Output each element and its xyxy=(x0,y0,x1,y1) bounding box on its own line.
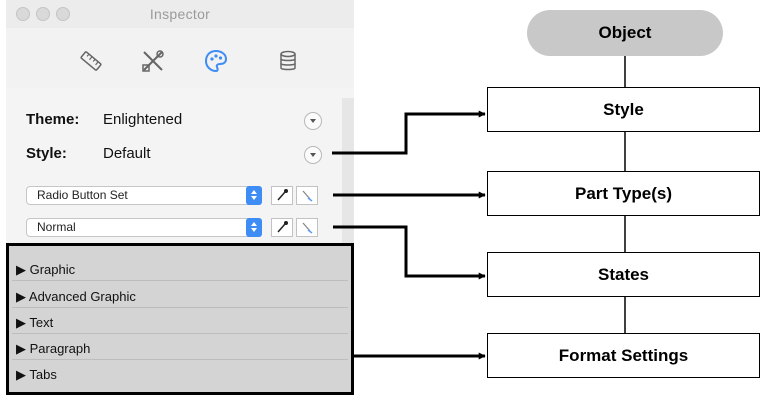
theme-dropdown-button[interactable] xyxy=(304,112,322,130)
brush-icon xyxy=(302,222,313,234)
part-types-node: Part Type(s) xyxy=(487,171,760,216)
style-label: Style: xyxy=(26,145,67,162)
state-select[interactable]: Normal xyxy=(26,218,262,237)
inspector-window: Inspector xyxy=(6,0,354,395)
part-type-select[interactable]: Radio Button Set xyxy=(26,186,262,205)
eyedropper-icon xyxy=(277,189,288,201)
palette-icon[interactable] xyxy=(203,48,229,74)
state-select-value: Normal xyxy=(37,220,76,234)
section-label: ▶ Tabs xyxy=(16,367,57,382)
object-node: Object xyxy=(527,10,723,56)
part-type-select-value: Radio Button Set xyxy=(37,188,128,202)
theme-value: Enlightened xyxy=(103,111,183,128)
eyedropper-button[interactable] xyxy=(271,186,293,205)
theme-label: Theme: xyxy=(26,111,80,128)
close-window-button[interactable] xyxy=(16,7,30,21)
window-title: Inspector xyxy=(149,6,211,22)
select-stepper-icon xyxy=(246,186,262,205)
section-graphic[interactable]: ▶ Graphic xyxy=(12,259,348,281)
zoom-window-button[interactable] xyxy=(56,7,70,21)
section-label: ▶ Advanced Graphic xyxy=(16,289,136,304)
style-value: Default xyxy=(103,145,151,162)
section-paragraph[interactable]: ▶ Paragraph xyxy=(12,338,348,360)
title-bar: Inspector xyxy=(6,0,354,28)
brush-button[interactable] xyxy=(296,186,318,205)
scrollbar[interactable] xyxy=(342,98,354,248)
minimize-window-button[interactable] xyxy=(36,7,50,21)
tools-icon[interactable] xyxy=(140,48,166,74)
section-advanced-graphic[interactable]: ▶ Advanced Graphic xyxy=(12,286,348,308)
section-text[interactable]: ▶ Text xyxy=(12,312,348,334)
section-label: ▶ Paragraph xyxy=(16,341,91,356)
select-stepper-icon xyxy=(246,218,262,237)
style-arrow xyxy=(332,110,486,155)
format-settings-group: ▶ Graphic ▶ Advanced Graphic ▶ Text ▶ Pa… xyxy=(6,243,354,395)
ruler-icon[interactable] xyxy=(78,48,104,74)
database-icon[interactable] xyxy=(275,48,301,74)
section-label: ▶ Graphic xyxy=(16,262,76,277)
eyedropper-icon xyxy=(277,221,288,233)
style-node: Style xyxy=(487,87,760,132)
format-settings-node: Format Settings xyxy=(487,333,760,378)
section-tabs[interactable]: ▶ Tabs xyxy=(12,364,348,386)
inspector-toolbar xyxy=(6,28,354,88)
states-arrow xyxy=(333,225,486,280)
eyedropper-button[interactable] xyxy=(271,218,293,237)
states-node: States xyxy=(487,252,760,297)
style-dropdown-button[interactable] xyxy=(304,146,322,164)
brush-icon xyxy=(302,190,313,202)
brush-button[interactable] xyxy=(296,218,318,237)
section-label: ▶ Text xyxy=(16,315,54,330)
